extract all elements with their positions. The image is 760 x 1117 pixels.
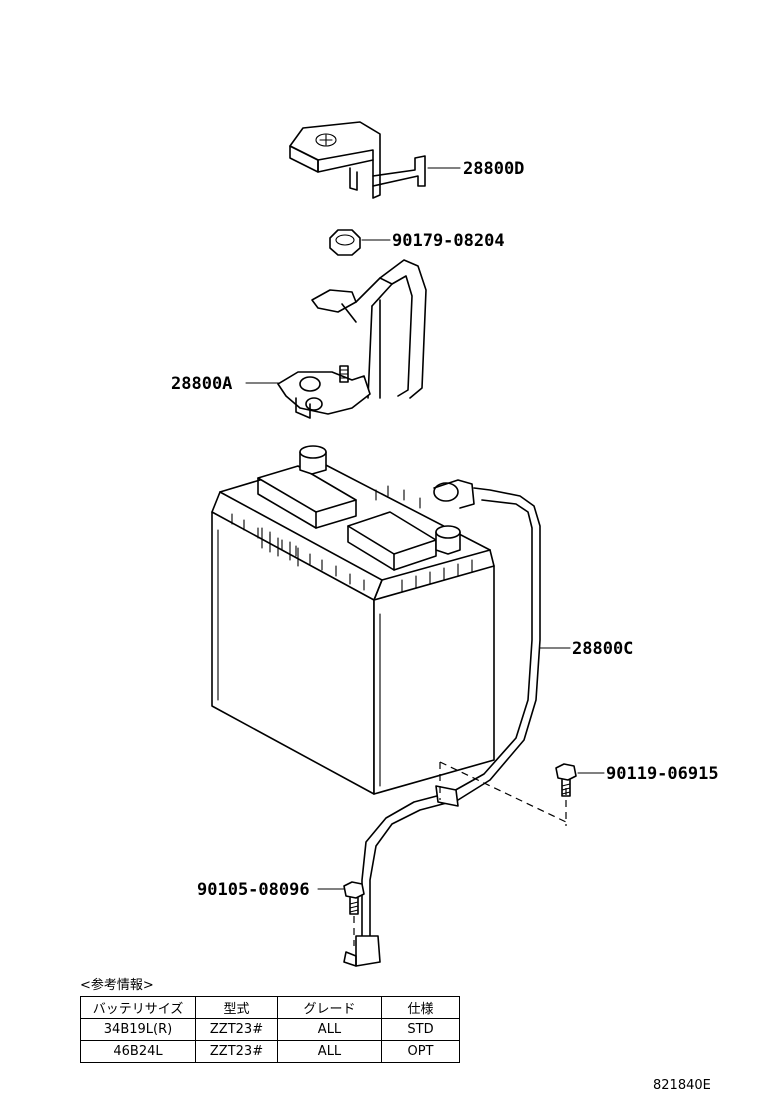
- table-cell: ZZT23#: [195, 1018, 278, 1041]
- table-cell: OPT: [381, 1040, 460, 1063]
- part-number-bolt-right: 90119-06915: [606, 764, 719, 784]
- table-cell: 34B19L(R): [80, 1018, 196, 1041]
- nut: [329, 229, 361, 256]
- part-number-hold-down-clamp: 28800D: [463, 159, 524, 179]
- reference-table: バッテリサイズ 型式 グレード 仕様 34B19L(R) ZZT23# ALL …: [80, 996, 460, 1063]
- negative-cable: [343, 479, 541, 967]
- table-row: 46B24L ZZT23# ALL OPT: [80, 1040, 460, 1063]
- positive-cable: [311, 259, 427, 399]
- part-number-negative-cable: 28800C: [572, 639, 633, 659]
- bolt-lower: [343, 881, 365, 946]
- column-header: 型式: [195, 996, 278, 1019]
- column-header: 仕様: [381, 996, 460, 1019]
- part-number-positive-terminal: 28800A: [171, 374, 232, 394]
- bolt-right: [555, 763, 577, 797]
- hold-down-clamp: [289, 121, 426, 199]
- reference-table-caption: <参考情報>: [80, 978, 154, 993]
- table-cell: STD: [381, 1018, 460, 1041]
- diagram-code: 821840E: [653, 1078, 711, 1093]
- battery: [211, 445, 495, 795]
- column-header: グレード: [277, 996, 382, 1019]
- table-cell: 46B24L: [80, 1040, 196, 1063]
- table-row: 34B19L(R) ZZT23# ALL STD: [80, 1018, 460, 1041]
- part-number-bolt-lower: 90105-08096: [197, 880, 310, 900]
- table-cell: ALL: [277, 1018, 382, 1041]
- table-cell: ALL: [277, 1040, 382, 1063]
- part-number-nut: 90179-08204: [392, 231, 505, 251]
- table-cell: ZZT23#: [195, 1040, 278, 1063]
- column-header: バッテリサイズ: [80, 996, 196, 1019]
- table-header-row: バッテリサイズ 型式 グレード 仕様: [80, 996, 460, 1019]
- positive-terminal: [277, 365, 371, 419]
